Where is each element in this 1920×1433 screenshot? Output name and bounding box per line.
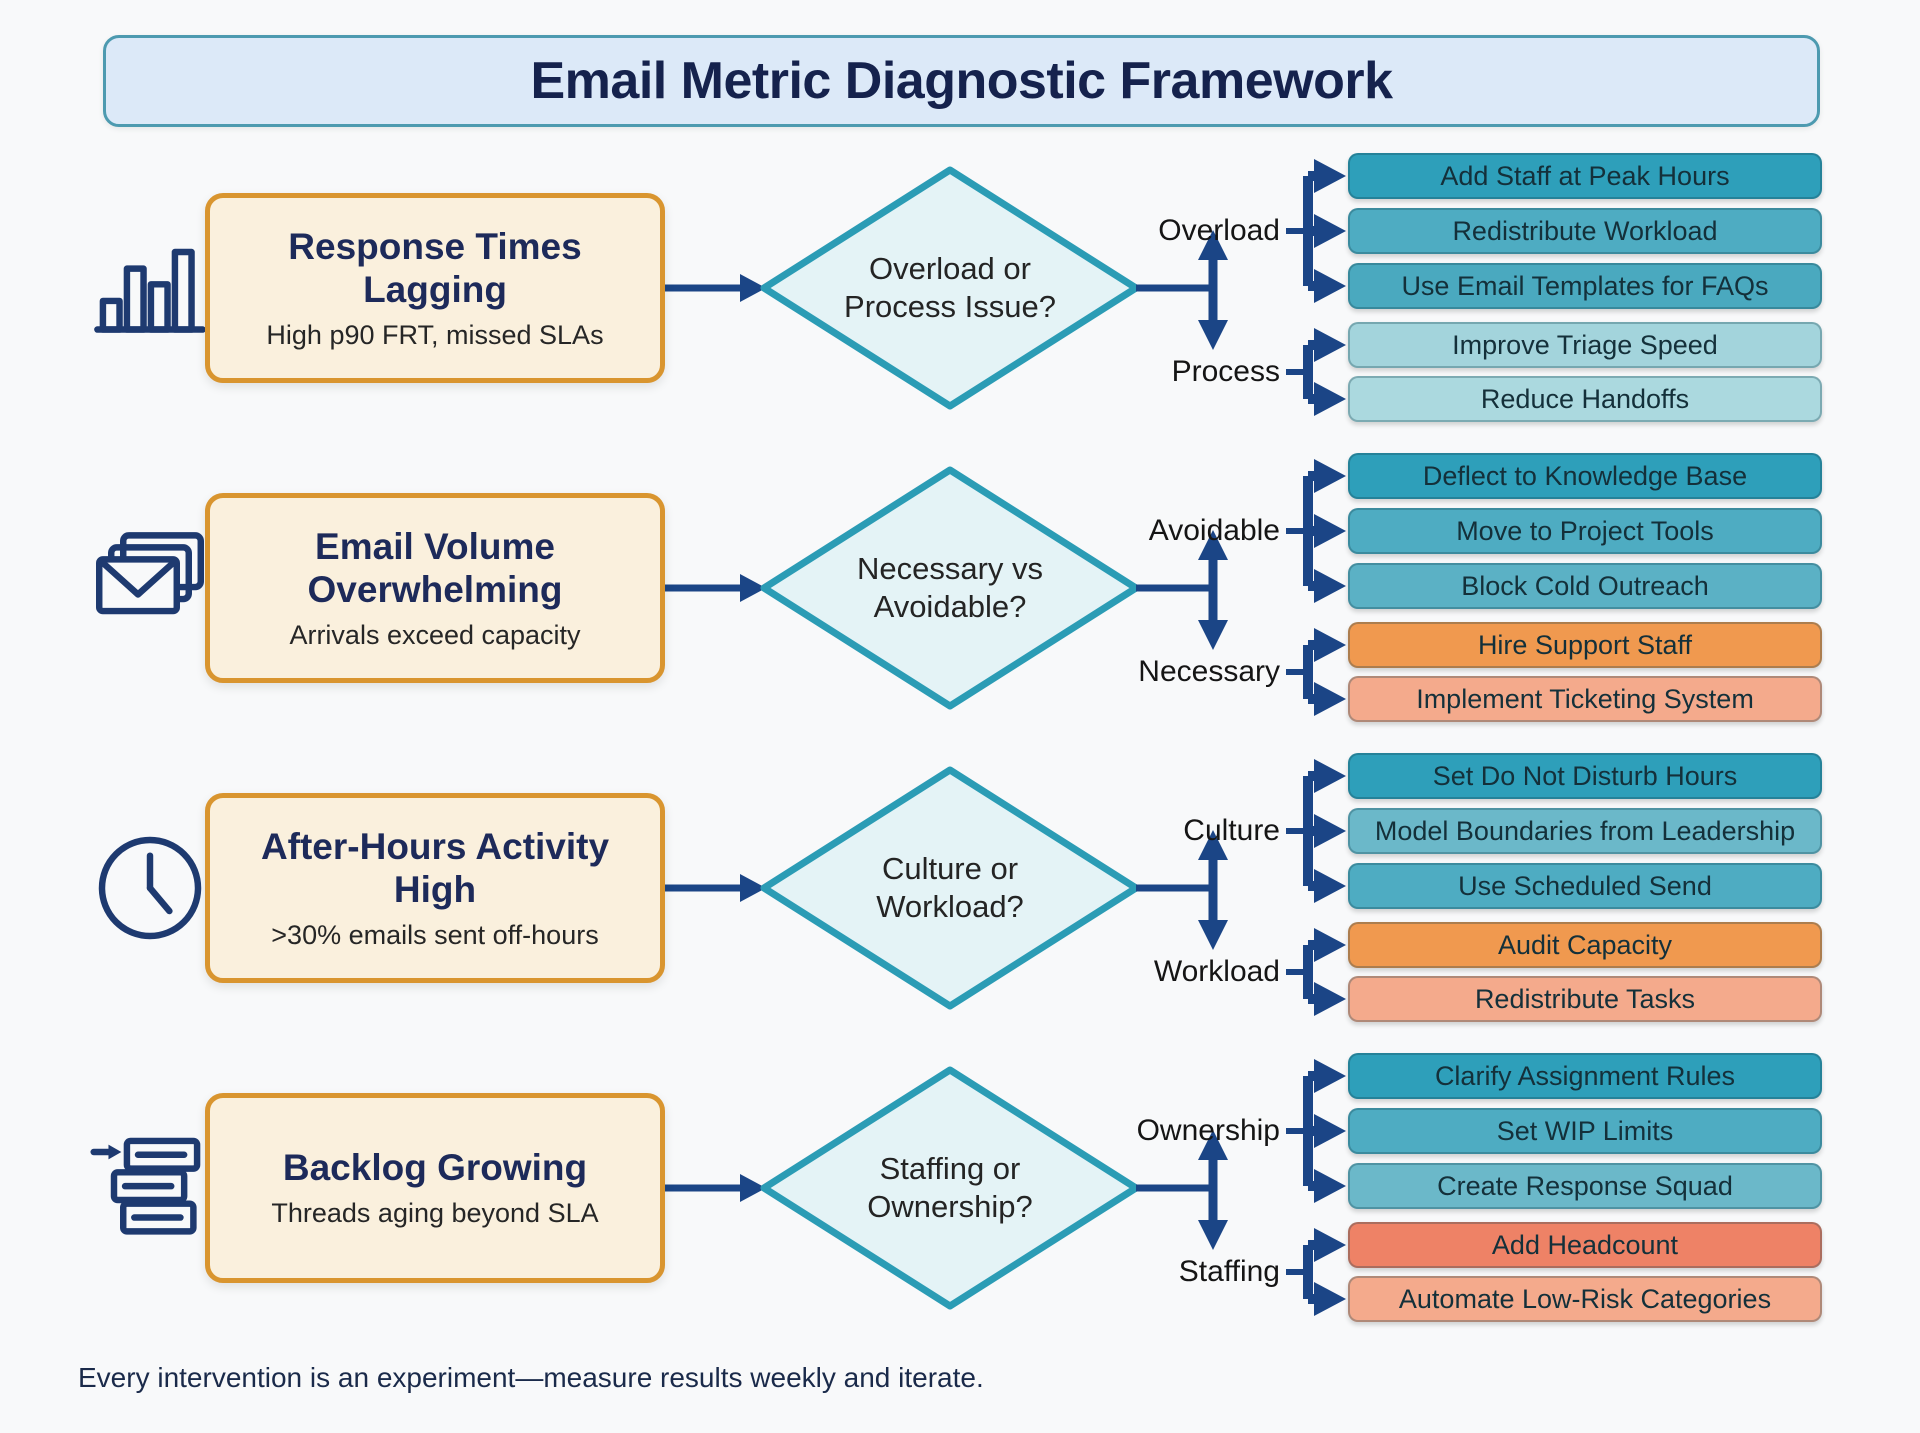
action-box: Redistribute Tasks — [1348, 976, 1822, 1022]
branch-label-top: Culture — [1183, 814, 1280, 847]
decision-line2: Workload? — [876, 889, 1024, 924]
decision-diamond: Culture or Workload? — [780, 846, 1120, 930]
problem-subtitle: Arrivals exceed capacity — [289, 619, 581, 650]
decision-line1: Staffing or — [879, 1151, 1021, 1187]
decision-line1: Culture or — [881, 851, 1019, 887]
branch-label-top: Overload — [1158, 214, 1280, 247]
action-box: Set WIP Limits — [1348, 1108, 1822, 1154]
action-box: Add Headcount — [1348, 1222, 1822, 1268]
problem-box: After-Hours Activity High >30% emails se… — [205, 793, 665, 983]
clock-icon — [85, 823, 215, 953]
decision-line2: Avoidable? — [873, 589, 1027, 624]
action-box: Use Scheduled Send — [1348, 863, 1822, 909]
problem-subtitle: Threads aging beyond SLA — [271, 1198, 599, 1229]
branch-label-bottom: Workload — [1153, 955, 1280, 988]
title-banner: Email Metric Diagnostic Framework — [103, 35, 1820, 127]
branch-label-bottom: Process — [1171, 355, 1280, 388]
decision-line1: Necessary vs — [856, 551, 1044, 587]
decision-line1: Overload or — [869, 251, 1031, 287]
decision-diamond: Overload or Process Issue? — [780, 246, 1120, 330]
problem-box: Response Times Lagging High p90 FRT, mis… — [205, 193, 665, 383]
decision-line2: Process Issue? — [844, 289, 1056, 324]
action-box: Audit Capacity — [1348, 922, 1822, 968]
action-box: Deflect to Knowledge Base — [1348, 453, 1822, 499]
problem-box: Email Volume Overwhelming Arrivals excee… — [205, 493, 665, 683]
action-box: Create Response Squad — [1348, 1163, 1822, 1209]
action-box: Improve Triage Speed — [1348, 322, 1822, 368]
action-box: Model Boundaries from Leadership — [1348, 808, 1822, 854]
action-box: Use Email Templates for FAQs — [1348, 263, 1822, 309]
decision-diamond: Staffing or Ownership? — [780, 1146, 1120, 1230]
problem-title: Response Times Lagging — [288, 225, 582, 310]
bar-chart-icon — [85, 223, 215, 353]
branch-label-top: Avoidable — [1148, 514, 1280, 547]
problem-subtitle: High p90 FRT, missed SLAs — [266, 319, 604, 350]
action-box: Redistribute Workload — [1348, 208, 1822, 254]
branch-label-top: Ownership — [1136, 1114, 1280, 1147]
branch-label-bottom: Necessary — [1138, 655, 1280, 688]
action-box: Hire Support Staff — [1348, 622, 1822, 668]
action-box: Block Cold Outreach — [1348, 563, 1822, 609]
action-box: Reduce Handoffs — [1348, 376, 1822, 422]
backlog-stack-icon — [85, 1123, 215, 1253]
decision-line2: Ownership? — [867, 1189, 1033, 1224]
envelopes-icon — [85, 523, 215, 653]
action-box: Set Do Not Disturb Hours — [1348, 753, 1822, 799]
action-box: Implement Ticketing System — [1348, 676, 1822, 722]
problem-title: After-Hours Activity High — [260, 825, 610, 910]
footer-note: Every intervention is an experiment—meas… — [78, 1362, 984, 1393]
action-box: Clarify Assignment Rules — [1348, 1053, 1822, 1099]
action-box: Automate Low-Risk Categories — [1348, 1276, 1822, 1322]
problem-subtitle: >30% emails sent off-hours — [271, 919, 599, 950]
problem-title: Backlog Growing — [282, 1147, 588, 1189]
branch-label-bottom: Staffing — [1178, 1255, 1280, 1288]
decision-diamond: Necessary vs Avoidable? — [780, 546, 1120, 630]
page-title: Email Metric Diagnostic Framework — [530, 52, 1394, 110]
action-box: Move to Project Tools — [1348, 508, 1822, 554]
problem-title: Email Volume Overwhelming — [307, 525, 563, 610]
problem-box: Backlog Growing Threads aging beyond SLA — [205, 1093, 665, 1283]
action-box: Add Staff at Peak Hours — [1348, 153, 1822, 199]
